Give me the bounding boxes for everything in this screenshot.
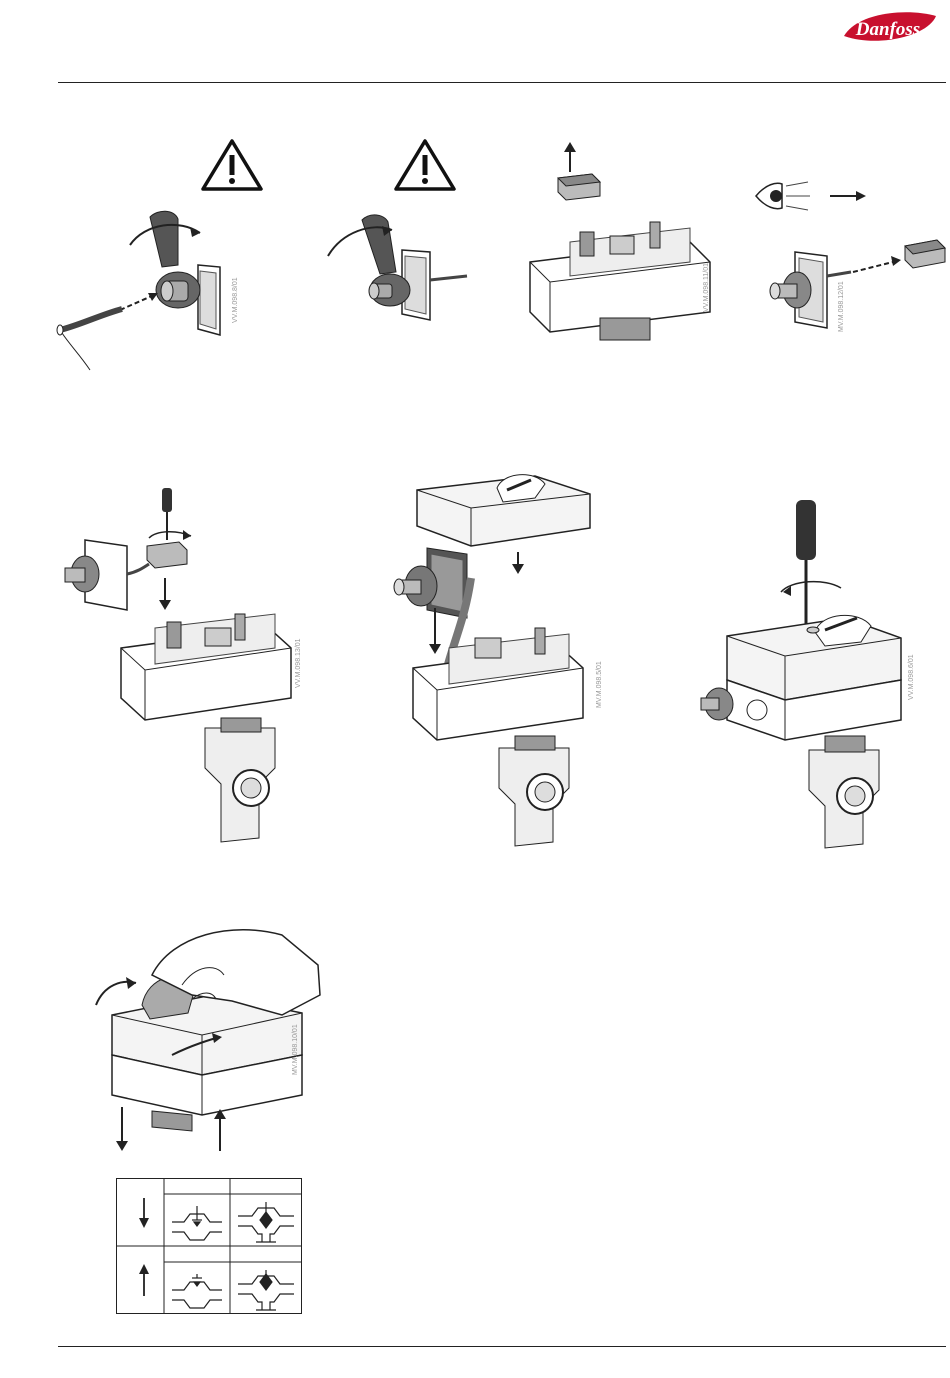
cover-screw-figure: VV.M.098.6/01 — [695, 500, 920, 848]
figure-code: MV.M.098.10/01 — [292, 1024, 299, 1075]
cover-fitting-figure: MV.M.098.5/01 — [385, 468, 605, 848]
danfoss-logo: Danfoss — [838, 6, 942, 50]
terminal-block-remove-figure: VV.M.098.11/01 — [510, 142, 720, 352]
cable-terminal-connect-figure: MV.M.098.12/01 — [755, 232, 950, 342]
header-rule — [58, 82, 946, 83]
figure-code: VV.M.098.13/01 — [295, 638, 302, 688]
figure-code: MV.M.098.12/01 — [838, 281, 845, 332]
figure-code: VV.M.098.11/01 — [703, 263, 710, 312]
manual-override-figure: MV.M.098.10/01 — [92, 915, 322, 1160]
svg-text:Danfoss: Danfoss — [855, 19, 920, 40]
footer-rule — [58, 1346, 946, 1347]
figure-code: VV.M.098.6/01 — [908, 654, 915, 700]
eye-icon — [752, 178, 872, 218]
terminal-wiring-figure: VV.M.098.13/01 — [45, 488, 305, 848]
figure-code: MV.M.098.5/01 — [596, 661, 603, 708]
stroke-direction-table — [116, 1178, 302, 1314]
cable-gland-tighten-figure: VV.M.098.8/01 — [50, 205, 260, 375]
figure-code: VV.M.098.8/01 — [232, 277, 239, 323]
warning-triangle-icon — [393, 138, 457, 192]
gland-wrench-figure — [322, 210, 472, 330]
warning-triangle-icon — [200, 138, 264, 192]
